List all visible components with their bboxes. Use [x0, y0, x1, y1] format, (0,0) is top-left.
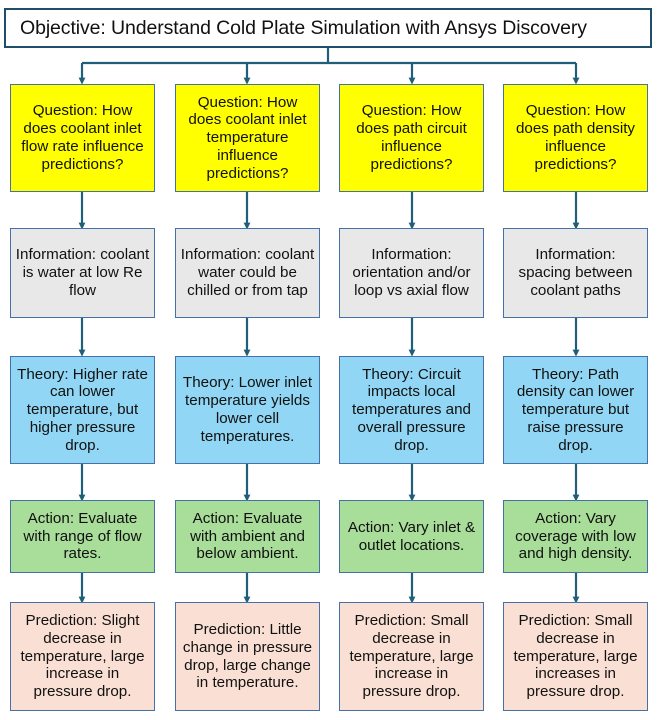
theory-box-col-1: Theory: Higher rate can lower temperatur…: [10, 356, 155, 464]
objective-box: Objective: Understand Cold Plate Simulat…: [4, 8, 652, 48]
prediction-box-col-3: Prediction: Small decrease in temperatur…: [339, 602, 484, 711]
theory-box-col-2: Theory: Lower inlet temperature yields l…: [175, 356, 320, 464]
prediction-box-col-2: Prediction: Little change in pressure dr…: [175, 602, 320, 711]
theory-box-col-4: Theory: Path density can lower temperatu…: [503, 356, 648, 464]
theory-box-col-3: Theory: Circuit impacts local temperatur…: [339, 356, 484, 464]
information-box-col-1: Information: coolant is water at low Re …: [10, 228, 155, 318]
question-box-col-3: Question: How does path circuit influenc…: [339, 84, 484, 192]
action-box-col-3: Action: Vary inlet & outlet locations.: [339, 500, 484, 573]
action-box-col-1: Action: Evaluate with range of flow rate…: [10, 500, 155, 573]
information-box-col-3: Information: orientation and/or loop vs …: [339, 228, 484, 318]
information-box-col-2: Information: coolant water could be chil…: [175, 228, 320, 318]
action-box-col-4: Action: Vary coverage with low and high …: [503, 500, 648, 573]
question-box-col-4: Question: How does path density influenc…: [503, 84, 648, 192]
action-box-col-2: Action: Evaluate with ambient and below …: [175, 500, 320, 573]
prediction-box-col-1: Prediction: Slight decrease in temperatu…: [10, 602, 155, 711]
prediction-box-col-4: Prediction: Small decrease in temperatur…: [503, 602, 648, 711]
information-box-col-4: Information: spacing between coolant pat…: [503, 228, 648, 318]
question-box-col-2: Question: How does coolant inlet tempera…: [175, 84, 320, 192]
question-box-col-1: Question: How does coolant inlet flow ra…: [10, 84, 155, 192]
